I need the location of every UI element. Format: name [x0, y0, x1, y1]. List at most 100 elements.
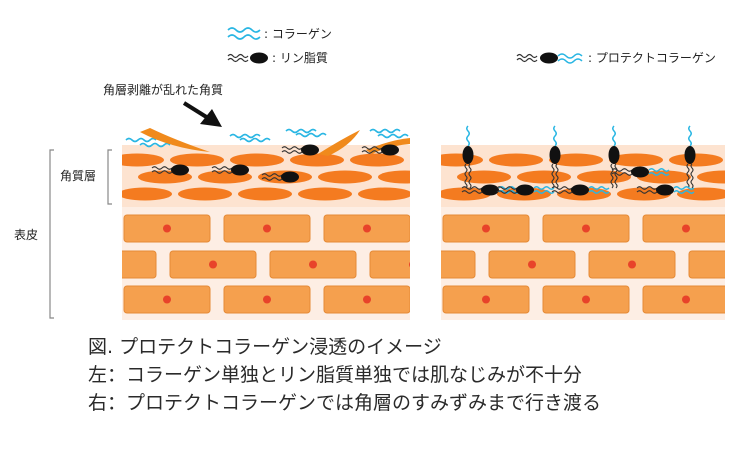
cell-nucleus	[109, 261, 117, 269]
lipid-tail	[361, 146, 383, 150]
corneum-cell	[517, 170, 571, 184]
corneum-cell	[441, 187, 491, 201]
lipid-tail	[211, 170, 233, 174]
lipid-tail	[281, 146, 303, 150]
peeling-flake	[140, 128, 210, 152]
epidermis-cell	[688, 250, 725, 279]
corneum-bracket	[107, 149, 112, 205]
lipid-head	[571, 184, 589, 196]
protect-collagen-strand	[466, 125, 470, 147]
corneum-cell	[170, 153, 224, 167]
cell-nucleus	[263, 295, 271, 304]
protect-collagen-strand	[648, 168, 670, 172]
corneum-cell	[318, 170, 372, 184]
collagen-strand	[369, 128, 401, 134]
caption-left-description: 左：コラーゲン単独とリン脂質単独では肌なじみが不十分	[88, 364, 583, 386]
lipid-tail	[636, 190, 658, 194]
corneum-cell	[697, 170, 725, 184]
protect-lipid-tail	[690, 163, 694, 189]
lipid-head	[381, 144, 399, 156]
corneum-cell	[489, 153, 543, 167]
right-panel	[428, 125, 750, 320]
lipid-head-icon	[250, 52, 268, 64]
protect-lipid-head	[549, 146, 561, 164]
lipid-tail	[461, 190, 483, 194]
lipid-tail	[636, 186, 658, 190]
corneum-cell	[358, 187, 410, 201]
lipid-tail	[461, 186, 483, 190]
legend: : コラーゲン : リン脂質 : プロテクトコラーゲン	[227, 27, 716, 65]
protect-collagen-strand	[588, 190, 610, 194]
legend-protect-collagen-label: : プロテクトコラーゲン	[588, 51, 716, 65]
cell-nucleus	[163, 295, 171, 304]
protect-lipid-tail-icon	[516, 53, 538, 59]
collagen-strand	[125, 137, 157, 143]
collagen-strand	[285, 128, 317, 134]
lipid-tail	[611, 172, 633, 176]
lipid-tail	[551, 186, 573, 190]
cell-nucleus	[582, 224, 590, 233]
protect-lipid-tail	[551, 163, 555, 189]
corneum-cell	[298, 187, 352, 201]
protect-lipid-tail	[468, 163, 472, 189]
corneum-cell	[737, 188, 750, 201]
lipid-tail	[496, 190, 518, 194]
caption-right-description: 右：プロテクトコラーゲンでは角層のすみずみまで行き渡る	[88, 392, 602, 414]
corneum-cell	[178, 187, 232, 201]
corneum-cell	[230, 153, 284, 167]
corneum-cell	[729, 154, 750, 167]
protect-collagen-wave-icon	[557, 53, 583, 59]
lipid-tail	[261, 177, 283, 181]
collagen-wave-icon	[227, 27, 261, 33]
protect-lipid-tail	[614, 163, 618, 189]
epidermis-cell	[369, 250, 410, 279]
annotation-arrow-icon	[182, 101, 222, 127]
legend-collagen-label: : コラーゲン	[264, 27, 332, 41]
corneum-cell	[669, 153, 723, 167]
protect-collagen-strand	[533, 190, 555, 194]
collagen-strand	[139, 142, 171, 148]
corneum-cell	[350, 153, 404, 167]
collagen-strand	[295, 132, 327, 138]
corneum-cell	[577, 170, 631, 184]
protect-lipid-head	[684, 146, 696, 164]
lipid-tail	[151, 166, 173, 170]
corneum-label: 角質層	[60, 168, 96, 183]
cell-nucleus	[528, 260, 536, 269]
cell-nucleus	[363, 224, 371, 233]
legend-collagen: : コラーゲン	[227, 27, 332, 41]
protect-lipid-tail-icon-2	[516, 57, 538, 63]
lipid-tail-icon-2	[227, 57, 249, 63]
collagen-strand	[229, 133, 261, 139]
cell-nucleus	[728, 261, 736, 269]
protect-lipid-tail	[686, 163, 690, 189]
corneum-cell	[609, 153, 663, 167]
caption-title: 図. プロテクトコラーゲン浸透のイメージ	[88, 336, 442, 358]
collagen-wave-icon-2	[227, 34, 261, 40]
protect-lipid-head-icon	[540, 52, 558, 64]
cell-nucleus	[409, 261, 410, 268]
lipid-head	[481, 184, 499, 196]
epidermis-bracket	[49, 149, 54, 319]
cell-nucleus	[263, 224, 271, 233]
protect-lipid-tail	[555, 163, 559, 189]
corneum-cell	[677, 187, 725, 201]
peeling-annotation: 角層剥離が乱れた角質	[103, 82, 223, 97]
lipid-head	[171, 164, 189, 176]
legend-protect-collagen: : プロテクトコラーゲン	[516, 51, 716, 65]
cell-nucleus	[428, 261, 436, 269]
collagen-strand	[377, 133, 409, 139]
lipid-tail	[611, 168, 633, 172]
epidermis-label: 表皮	[14, 228, 38, 242]
epidermis-cell	[441, 250, 476, 279]
lipid-tail-icon	[227, 53, 249, 59]
cell-nucleus	[582, 295, 590, 304]
protect-collagen-strand	[673, 190, 695, 194]
protect-collagen-strand	[673, 186, 695, 190]
cell-nucleus	[628, 260, 636, 269]
corneum-cell	[378, 170, 410, 184]
lipid-head	[231, 164, 249, 176]
corneum-cell	[441, 153, 483, 167]
lipid-head	[301, 144, 319, 156]
